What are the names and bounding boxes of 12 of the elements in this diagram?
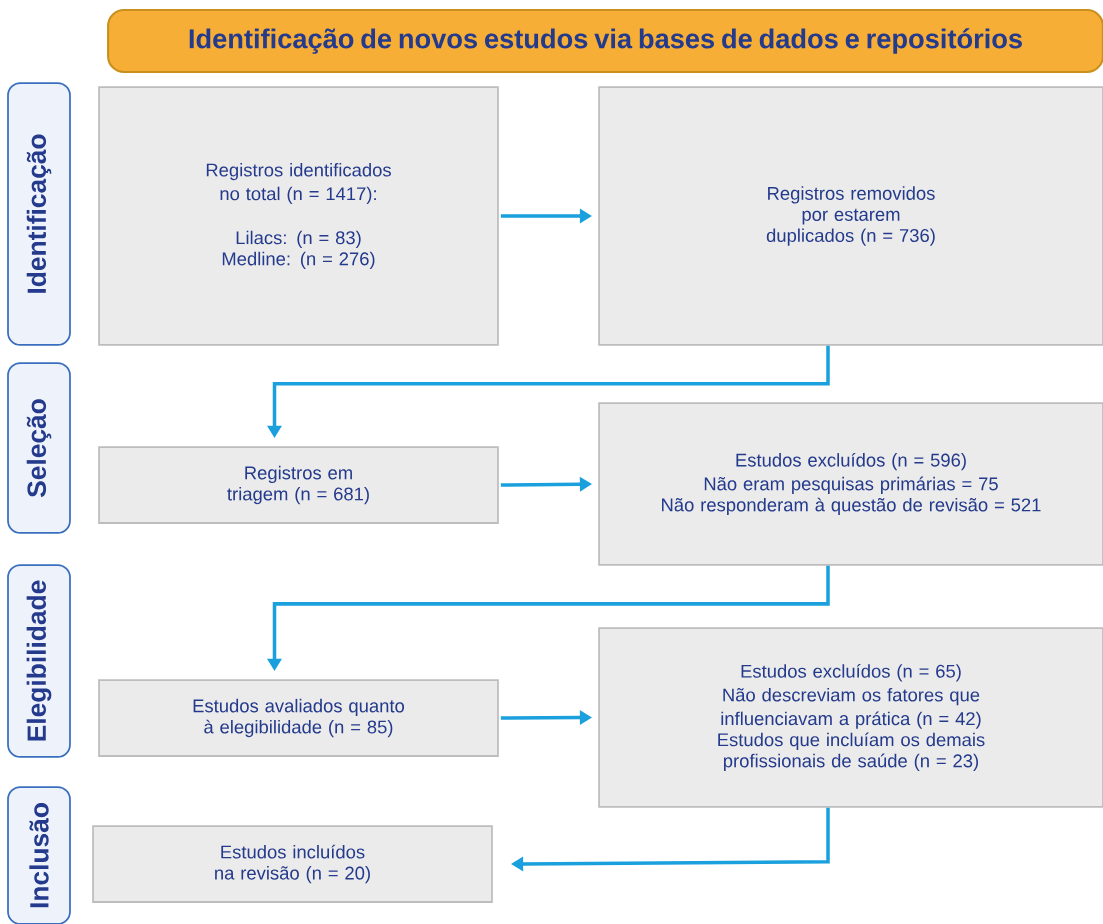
process-box: Registros removidos por estarem duplicados (n = 736) (598, 86, 1103, 346)
phase-band: Seleção (7, 362, 71, 534)
title-banner: Identificação de novos estudos via bases de dados e repositórios (107, 8, 1103, 74)
process-box: Estudos avaliados quanto à elegibilidade (n = 85) (98, 679, 499, 757)
process-box: Registros identificados no total (n = 1417): Lilacs: (n = 83) Medline: (n = 276) (98, 86, 499, 346)
process-box: Estudos incluídos na revisão (n = 20) (92, 825, 493, 903)
process-box: Registros em triagem (n = 681) (98, 446, 499, 524)
phase-band: Inclusão (7, 786, 71, 924)
phase-band: Identificação (7, 82, 71, 346)
process-box: Estudos excluídos (n = 65) Não descreviam os fatores que influenciavam a prática (n = 42) Estudos que incluíam os demais profissionais de saúde (n = 23) (598, 627, 1103, 808)
process-box: Estudos excluídos (n = 596) Não eram pesquisas primárias = 75 Não responderam à questão de revisão = 521 (598, 402, 1103, 566)
phase-band: Elegibilidade (7, 564, 71, 758)
